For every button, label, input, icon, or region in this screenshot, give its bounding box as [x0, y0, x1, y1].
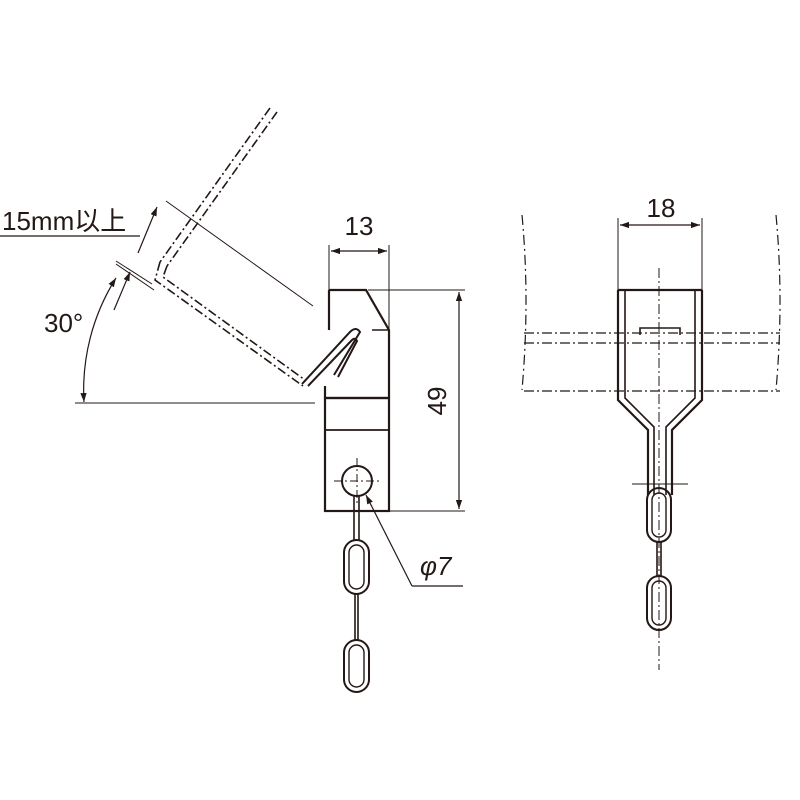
dimension-width-18: 18 [617, 193, 703, 290]
dimension-min-length: 15mm以上 [0, 200, 314, 311]
hole-diameter-label: φ7 [420, 551, 453, 581]
hole-diameter-leader: φ7 [365, 494, 463, 587]
hook-body-lower [323, 396, 391, 513]
chain [343, 496, 370, 693]
dimension-height-49: 49 [368, 289, 465, 512]
front-width-label: 18 [647, 193, 676, 223]
dimension-angle-30: 30° [44, 277, 315, 404]
rail-section [521, 214, 781, 392]
front-view: 18 [521, 193, 781, 670]
hook-wire [301, 328, 362, 387]
dimension-height-label: 49 [422, 387, 452, 416]
front-hook-body [616, 288, 704, 495]
angle-label: 30° [44, 308, 83, 338]
min-length-label: 15mm以上 [2, 206, 126, 236]
dimension-width-label: 13 [345, 211, 374, 241]
front-chain [646, 487, 672, 631]
side-view: 13 49 φ7 15mm以上 30° [0, 107, 465, 693]
inclined-rail [154, 107, 306, 387]
dimension-width-13: 13 [328, 211, 390, 330]
